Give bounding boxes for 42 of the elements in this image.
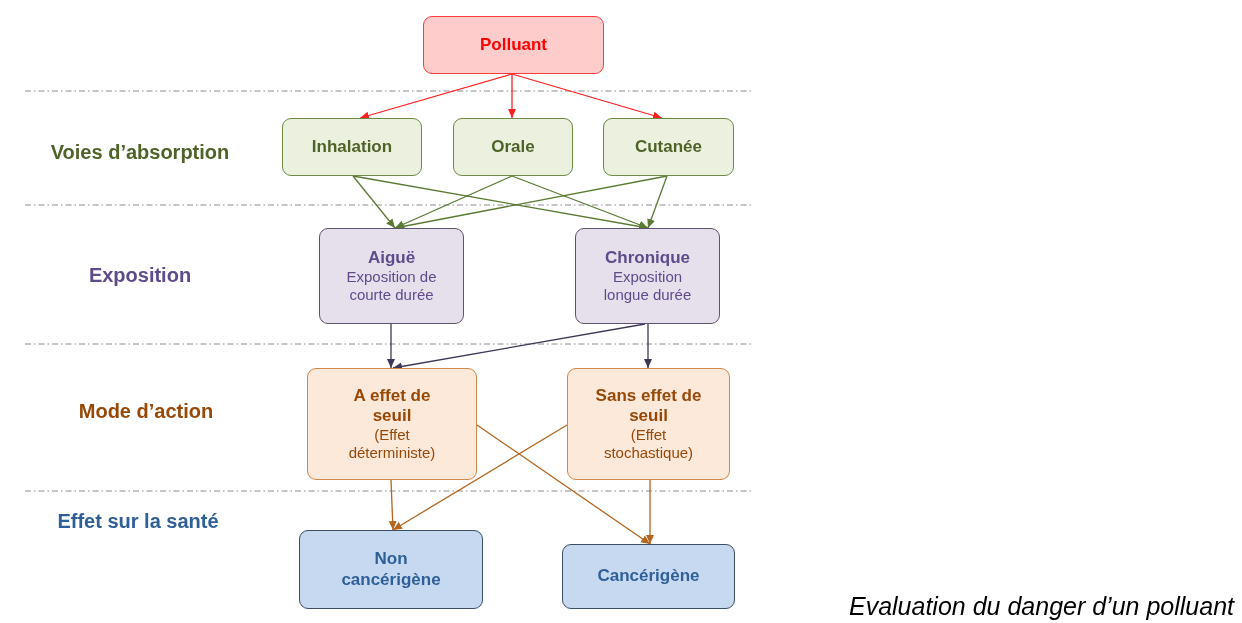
caption: Evaluation du danger d’un polluant xyxy=(848,592,1234,621)
action-mode-box xyxy=(307,368,477,480)
arrow xyxy=(388,479,397,531)
arrow xyxy=(359,73,513,120)
box-title: Inhalation xyxy=(311,136,393,158)
arrow xyxy=(511,73,663,120)
arrow xyxy=(476,424,651,545)
box-title: Chronique xyxy=(605,247,690,269)
route-box xyxy=(603,118,734,176)
box-title: Orale xyxy=(491,136,535,158)
route-box xyxy=(282,118,422,176)
exposure-box xyxy=(575,228,720,324)
box-description: (Effet déterministe) xyxy=(347,426,437,463)
arrow xyxy=(387,323,395,369)
box-title: Cancérigène xyxy=(597,566,700,587)
action-mode-box xyxy=(567,368,730,480)
box-description: Exposition longue durée xyxy=(602,268,693,305)
section-label: Effet sur la santé xyxy=(57,509,219,533)
section-label: Mode d’action xyxy=(78,399,214,423)
box-description: Exposition de courte durée xyxy=(345,268,438,305)
box-title: Cutanée xyxy=(634,136,703,158)
arrow xyxy=(392,424,568,531)
box-title: Aiguë xyxy=(367,247,416,269)
box-description: (Effet stochastique) xyxy=(602,426,695,463)
box-title: A effet de seuil xyxy=(352,385,432,427)
box-title: Non cancérigène xyxy=(340,549,442,590)
box-title: Sans effet de seuil xyxy=(594,385,703,427)
arrow xyxy=(352,175,396,229)
route-box xyxy=(453,118,573,176)
health-effect-box xyxy=(562,544,735,609)
exposure-box xyxy=(319,228,464,324)
section-label: Exposition xyxy=(88,263,192,287)
arrow xyxy=(511,175,649,229)
box-title: Polluant xyxy=(479,34,548,56)
arrow xyxy=(647,175,668,229)
arrow xyxy=(644,323,652,369)
arrow xyxy=(508,73,516,119)
section-label: Voies d’absorption xyxy=(50,140,230,164)
arrow xyxy=(646,479,654,545)
arrow xyxy=(394,175,513,229)
pollutant-box xyxy=(423,16,604,74)
health-effect-box xyxy=(299,530,483,609)
